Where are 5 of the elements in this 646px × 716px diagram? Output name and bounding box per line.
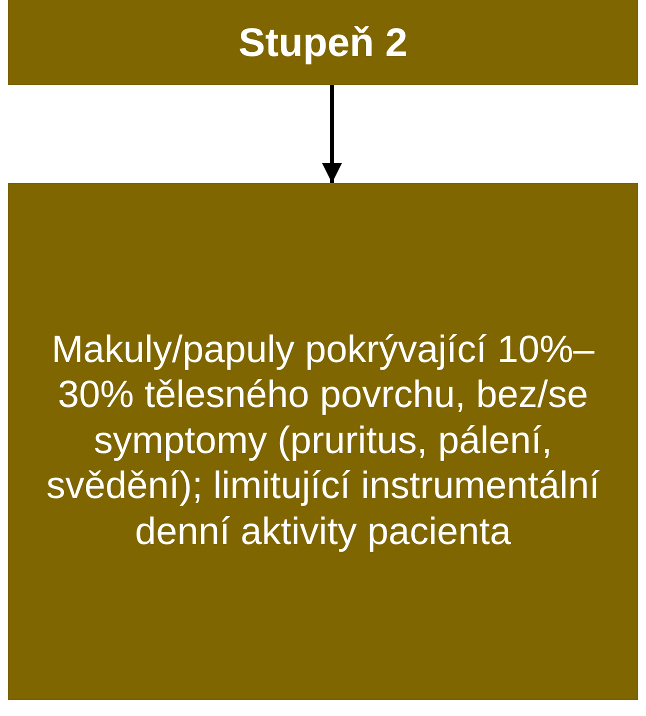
process-box xyxy=(8,0,638,85)
process-box xyxy=(8,183,638,700)
arrow xyxy=(322,85,342,183)
box-text: Makuly/papuly pokrývající 10%–30% tělesného povrchu, bez/se symptomy (pruritus, pálení, svědění); limitující instrumentální denní aktivity pacienta xyxy=(45,328,601,555)
box-heading: Stupeň 2 xyxy=(238,20,408,66)
